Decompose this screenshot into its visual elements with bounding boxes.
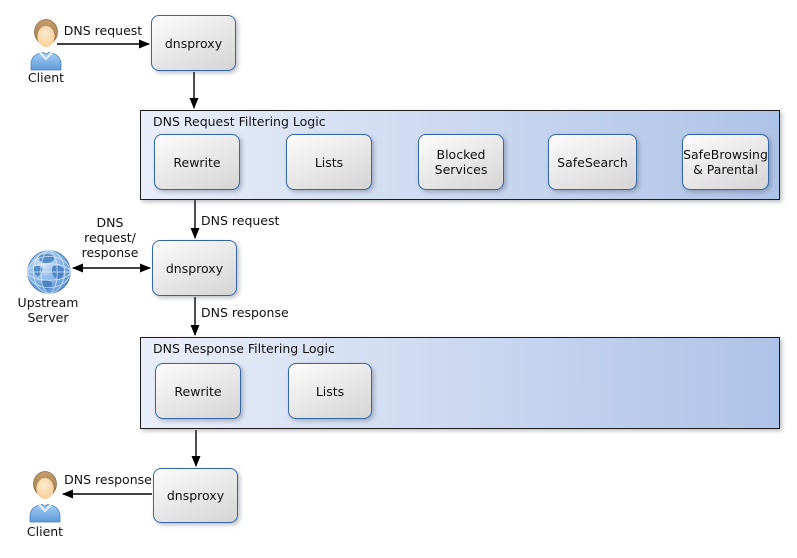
step-blocked-services-label: Blocked Services <box>434 147 488 177</box>
step-lists-request: Lists <box>286 134 372 190</box>
response-filtering-container: DNS Response Filtering Logic Rewrite Lis… <box>140 337 780 429</box>
dnsproxy-1-label: dnsproxy <box>164 35 223 51</box>
step-safesearch: SafeSearch <box>548 134 637 190</box>
step-safebrowsing-parental-label: SafeBrowsing & Parental <box>683 147 768 177</box>
dnsproxy-node-2: dnsproxy <box>152 240 237 296</box>
client-top-label: Client <box>27 70 65 85</box>
client-person-icon <box>30 19 62 71</box>
step-rewrite-request-label: Rewrite <box>173 154 221 170</box>
edge-label-upstream-exchange: DNS request/ response <box>81 215 139 260</box>
step-rewrite-response: Rewrite <box>155 363 241 419</box>
dnsproxy-node-1: dnsproxy <box>151 15 236 71</box>
step-lists-response: Lists <box>288 363 372 419</box>
dnsproxy-2-label: dnsproxy <box>165 260 224 276</box>
request-filtering-container: DNS Request Filtering Logic Rewrite List… <box>140 110 780 200</box>
response-filtering-title: DNS Response Filtering Logic <box>153 341 335 356</box>
edge-label-client-response: DNS response <box>64 472 152 487</box>
edge-label-filtered-request: DNS request <box>201 213 280 228</box>
step-safebrowsing-parental: SafeBrowsing & Parental <box>682 134 769 190</box>
step-rewrite-request: Rewrite <box>154 134 240 190</box>
step-lists-request-label: Lists <box>314 154 344 170</box>
step-rewrite-response-label: Rewrite <box>174 383 222 399</box>
dnsproxy-node-3: dnsproxy <box>153 468 238 523</box>
upstream-server-label: Upstream Server <box>17 295 79 325</box>
client-person-icon <box>29 471 61 523</box>
client-bottom-label: Client <box>26 524 64 539</box>
step-blocked-services: Blocked Services <box>418 134 504 190</box>
step-safesearch-label: SafeSearch <box>557 154 628 170</box>
step-lists-response-label: Lists <box>315 383 345 399</box>
dnsproxy-3-label: dnsproxy <box>166 488 225 503</box>
request-filtering-title: DNS Request Filtering Logic <box>153 114 326 129</box>
edge-label-client-request: DNS request <box>63 23 143 38</box>
upstream-server-globe-icon <box>27 250 71 294</box>
edge-label-proxy-response: DNS response <box>201 305 289 320</box>
